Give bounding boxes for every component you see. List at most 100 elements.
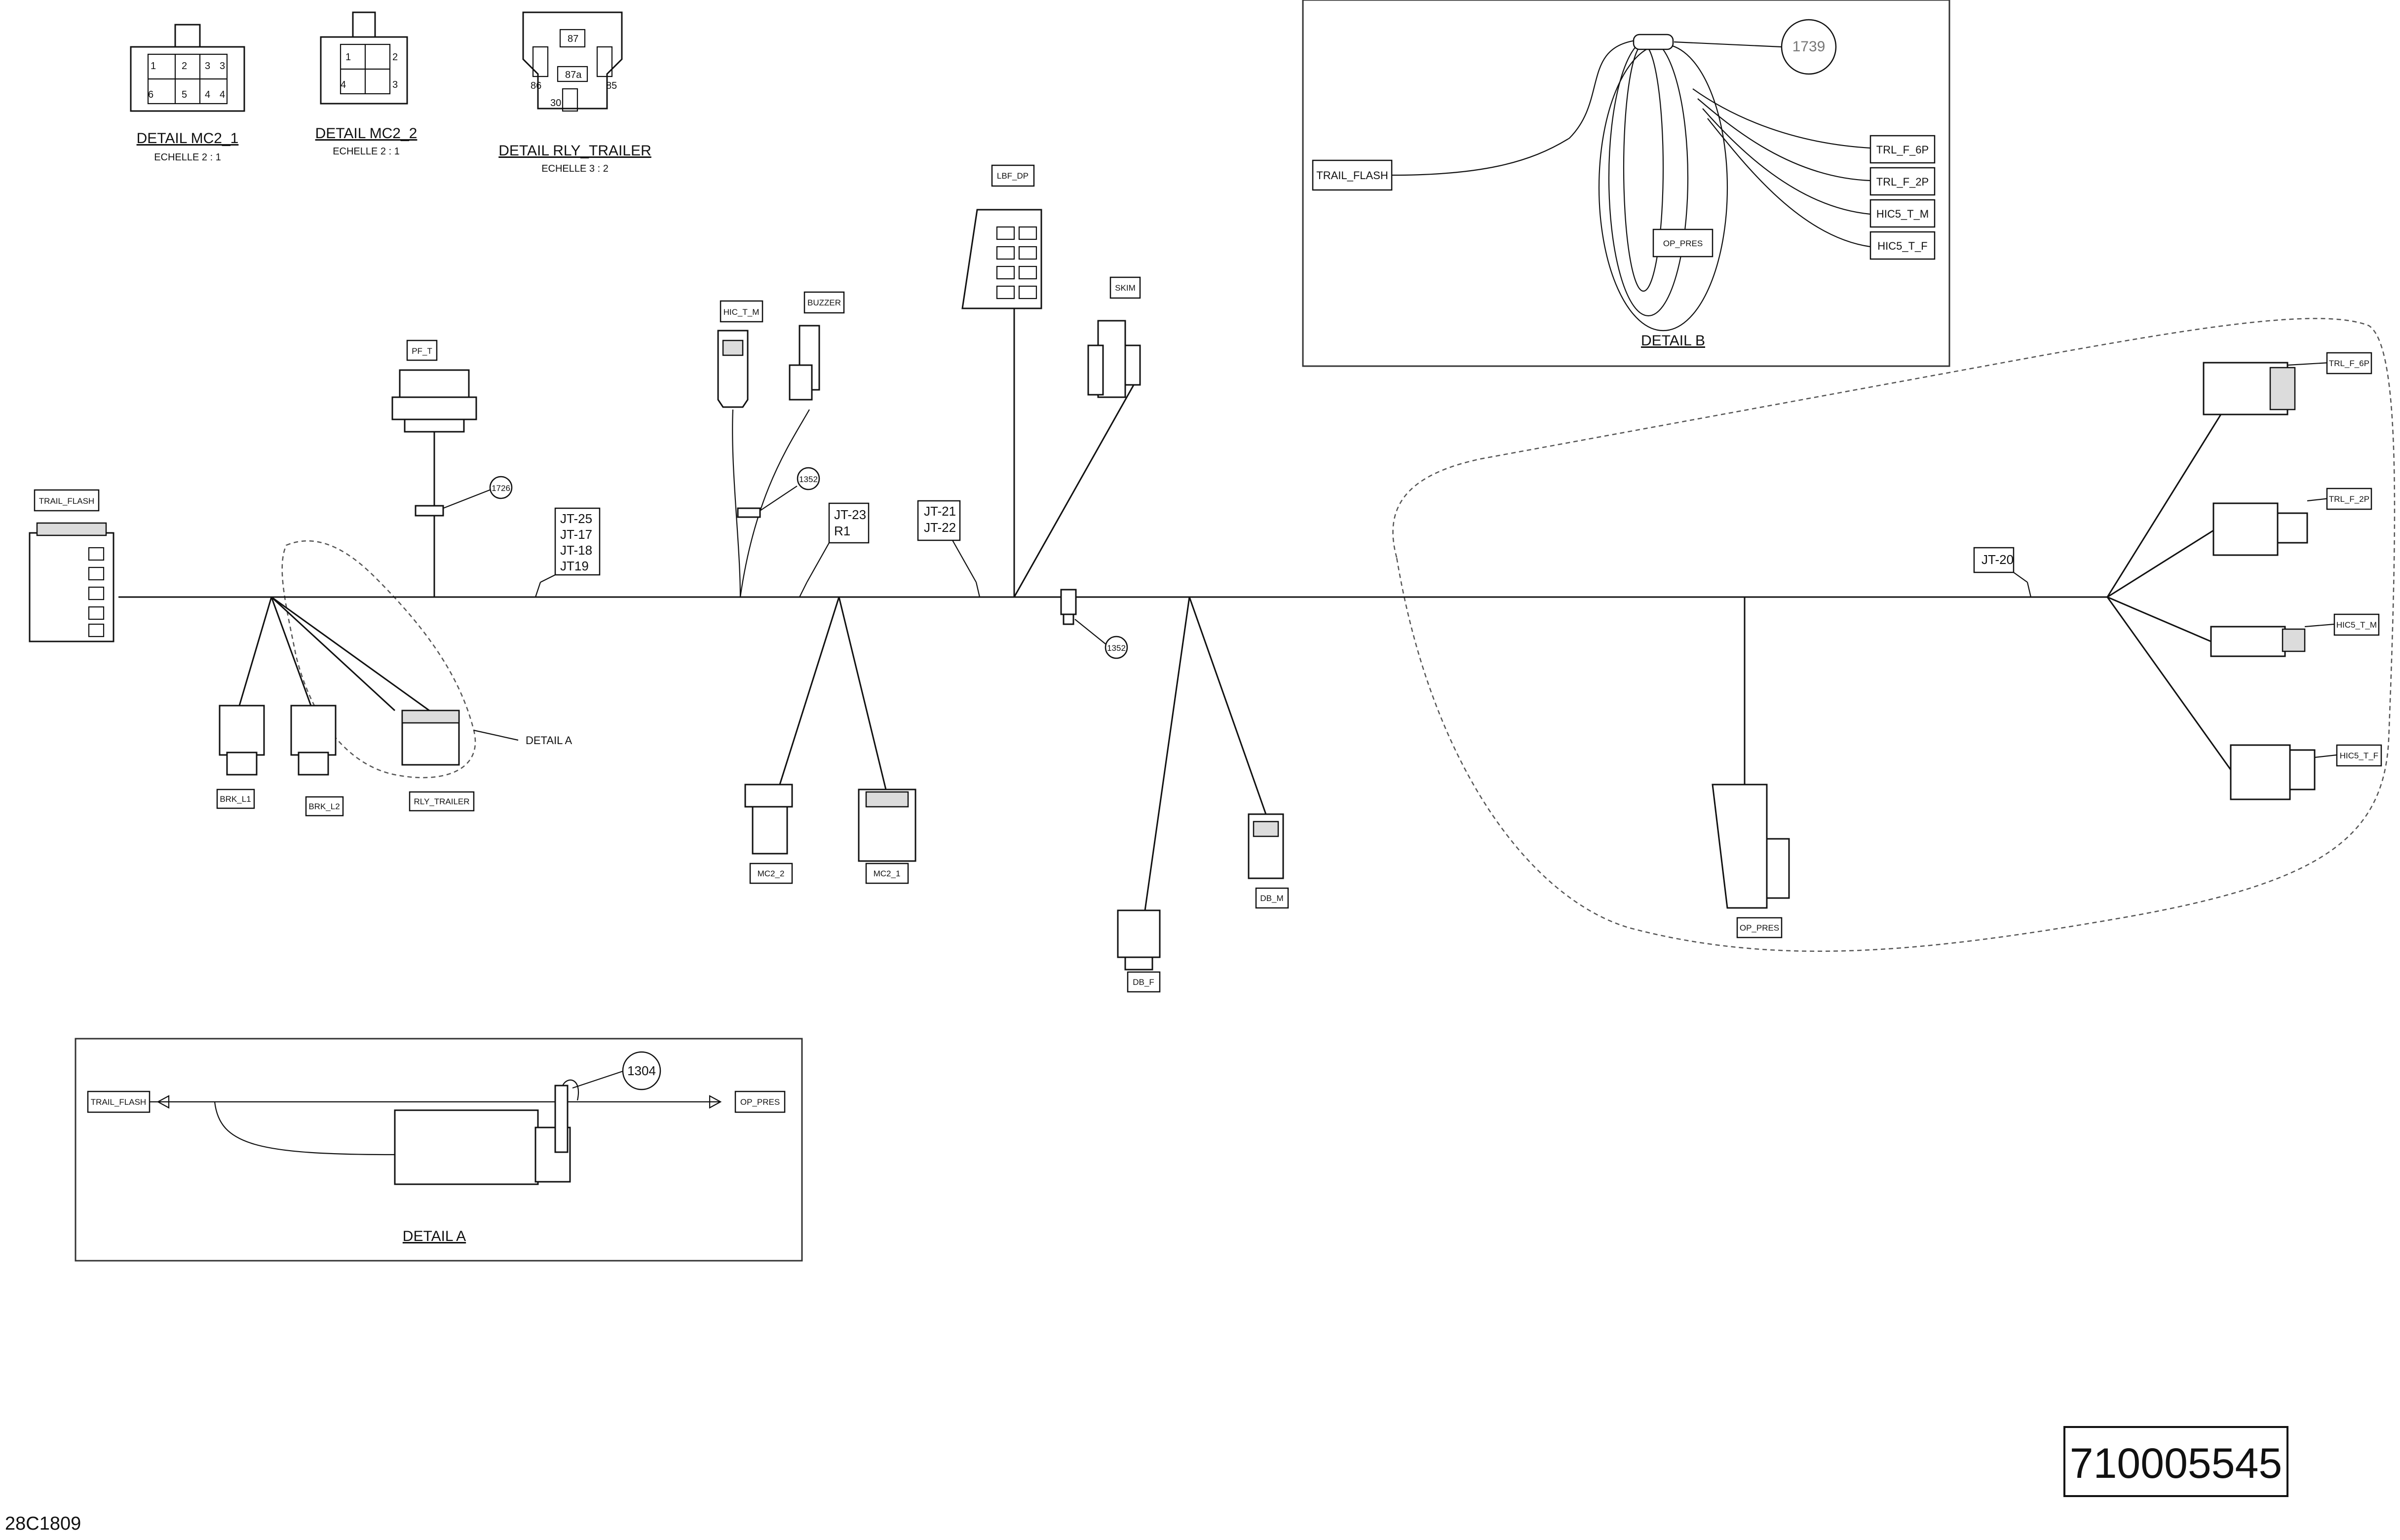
mc2-2-pin: 3: [392, 79, 398, 90]
detail-mc2-1: 1 2 3 3 6 5 4 4 DETAIL MC2_1 ECHELLE 2 :…: [130, 24, 245, 163]
detail-b-label-trl-f-6p: TRL_F_6P: [1876, 144, 1929, 156]
buzzer-connector: BUZZER 1352: [737, 291, 845, 598]
detail-b-label-op-pres: OP_PRES: [1663, 239, 1703, 248]
mc2-1-pin: 6: [148, 89, 153, 100]
jt-label: JT19: [560, 559, 589, 573]
label-op-pres: OP_PRES: [1740, 923, 1779, 933]
tap-1352-lower: 1352: [1060, 589, 1128, 659]
label-brk-l1: BRK_L1: [220, 794, 251, 804]
callout-1352-lower: 1352: [1107, 643, 1126, 653]
part-number-block: 710005545: [2063, 1426, 2288, 1497]
label-mc2-2: MC2_2: [758, 869, 785, 878]
detail-a-frame: TRAIL_FLASH OP_PRES 1304 DETAIL A: [75, 1038, 803, 1262]
label-brk-l2: BRK_L2: [308, 802, 340, 811]
label-skim: SKIM: [1115, 283, 1136, 293]
jt-label: JT-22: [924, 520, 956, 535]
mc2-1-connector: MC2_1: [838, 597, 916, 884]
jt-20: JT-20: [1973, 547, 2032, 598]
label-rly-trailer: RLY_TRAILER: [414, 797, 469, 806]
label-db-m: DB_M: [1260, 894, 1283, 903]
label-trail-flash: TRAIL_FLASH: [39, 496, 94, 506]
jt-label: R1: [834, 524, 850, 538]
label-trl-f-2p: TRL_F_2P: [2329, 494, 2369, 504]
detail-b-frame: 1739 TRAIL_FLASH OP_PRES TRL_F_6P TRL_F_…: [1302, 0, 1950, 367]
mc2-2-pin: 4: [341, 79, 346, 90]
detail-mc2-2: 1 2 4 3 DETAIL MC2_2 ECHELLE 2 : 1: [315, 11, 418, 157]
detail-b-label-trl-f-2p: TRL_F_2P: [1876, 176, 1929, 188]
jt-group-3: JT-21 JT-22: [917, 500, 981, 598]
mc2-2-pin: 2: [392, 52, 398, 63]
hic-t-m-connector: HIC_T_M: [717, 300, 763, 598]
pf-t-connector: PF_T 1726: [391, 339, 513, 597]
mc2-1-pin: 4: [220, 89, 225, 100]
rly-pin: 87a: [565, 70, 582, 80]
jt-label: JT-23: [834, 507, 866, 522]
label-lbf-dp: LBF_DP: [997, 171, 1029, 181]
rly-trailer-connector: RLY_TRAILER: [270, 596, 475, 812]
mc2-1-pin: 4: [205, 89, 210, 100]
detail-b-region-outline: [1392, 318, 2396, 952]
detail-a-title: DETAIL A: [403, 1228, 466, 1244]
detail-a-label-trail-flash: TRAIL_FLASH: [91, 1097, 146, 1107]
skim-connector: SKIM: [1013, 276, 1141, 598]
lbf-dp-connector: LBF_DP: [961, 164, 1042, 597]
label-buzzer: BUZZER: [807, 298, 841, 307]
detail-b-label-hic5-t-f: HIC5_T_F: [1877, 240, 1927, 252]
detail-b-title: DETAIL B: [1641, 333, 1705, 349]
jt-group-2: JT-23 R1: [799, 502, 870, 598]
detail-mc2-1-title: DETAIL MC2_1: [137, 130, 239, 147]
mc2-1-pin: 3: [205, 61, 210, 72]
detail-b-label-hic5-t-m: HIC5_T_M: [1876, 208, 1929, 220]
mc2-1-pin: 1: [151, 61, 156, 72]
detail-mc2-2-scale: ECHELLE 2 : 1: [333, 146, 400, 157]
label-mc2-1: MC2_1: [874, 869, 901, 878]
jt-label: JT-20: [1981, 552, 2014, 567]
hic5-t-f-connector: HIC5_T_F: [2106, 597, 2382, 800]
trl-f-2p-connector: TRL_F_2P: [2107, 488, 2372, 598]
label-trl-f-6p: TRL_F_6P: [2329, 359, 2369, 368]
brk-l1-connector: BRK_L1: [216, 597, 272, 809]
rly-pin: 86: [531, 80, 541, 91]
callout-1739: 1739: [1792, 38, 1826, 55]
callout-1726: 1726: [492, 484, 510, 493]
label-pf-t: PF_T: [412, 346, 432, 356]
db-f-connector: DB_F: [1117, 597, 1190, 993]
callout-1352-upper: 1352: [799, 475, 818, 484]
rly-pin: 85: [606, 80, 617, 91]
detail-b-label-trail-flash: TRAIL_FLASH: [1316, 169, 1388, 182]
jt-label: JT-18: [560, 543, 592, 558]
detail-rly-scale: ECHELLE 3 : 2: [541, 163, 609, 174]
mc2-1-pin: 5: [182, 89, 187, 100]
trl-f-6p-connector: TRL_F_6P: [2106, 352, 2372, 598]
part-number: 710005545: [2070, 1440, 2282, 1487]
op-pres-connector: OP_PRES: [1712, 597, 1790, 939]
detail-a-label-op-pres: OP_PRES: [740, 1097, 780, 1107]
mc2-2-connector: MC2_2: [744, 597, 840, 884]
detail-mc2-1-scale: ECHELLE 2 : 1: [154, 152, 221, 163]
rly-pin: 87: [568, 34, 578, 44]
mc2-1-pin: 2: [182, 61, 187, 72]
label-hic5-t-f: HIC5_T_F: [2340, 751, 2378, 760]
label-hic5-t-m: HIC5_T_M: [2336, 620, 2377, 630]
rly-pin: 30: [550, 98, 561, 109]
detail-mc2-2-title: DETAIL MC2_2: [315, 125, 418, 142]
db-m-connector: DB_M: [1188, 597, 1289, 909]
hic5-t-m-connector: HIC5_T_M: [2107, 596, 2380, 657]
callout-1304: 1304: [627, 1063, 656, 1078]
detail-rly-trailer: 87 87a 86 85 30 DETAIL RLY_TRAILER ECHEL…: [498, 11, 651, 174]
brk-l2-connector: BRK_L2: [270, 597, 344, 817]
mc2-1-pin: 3: [220, 61, 225, 72]
jt-label: JT-21: [924, 504, 956, 519]
jt-label: JT-25: [560, 511, 592, 526]
jt-label: JT-17: [560, 527, 592, 542]
label-hic-t-m: HIC_T_M: [724, 307, 760, 317]
jt-group-1: JT-25 JT-17 JT-18 JT19: [534, 507, 601, 598]
detail-a-reference: DETAIL A: [526, 734, 572, 747]
detail-a-region-outline: [281, 540, 476, 779]
detail-rly-title: DETAIL RLY_TRAILER: [498, 143, 651, 159]
mc2-2-pin: 1: [345, 52, 351, 63]
label-db-f: DB_F: [1133, 977, 1154, 987]
drawing-code: 28C1809: [5, 1513, 81, 1534]
trail-flash-connector: TRAIL_FLASH: [29, 489, 114, 642]
